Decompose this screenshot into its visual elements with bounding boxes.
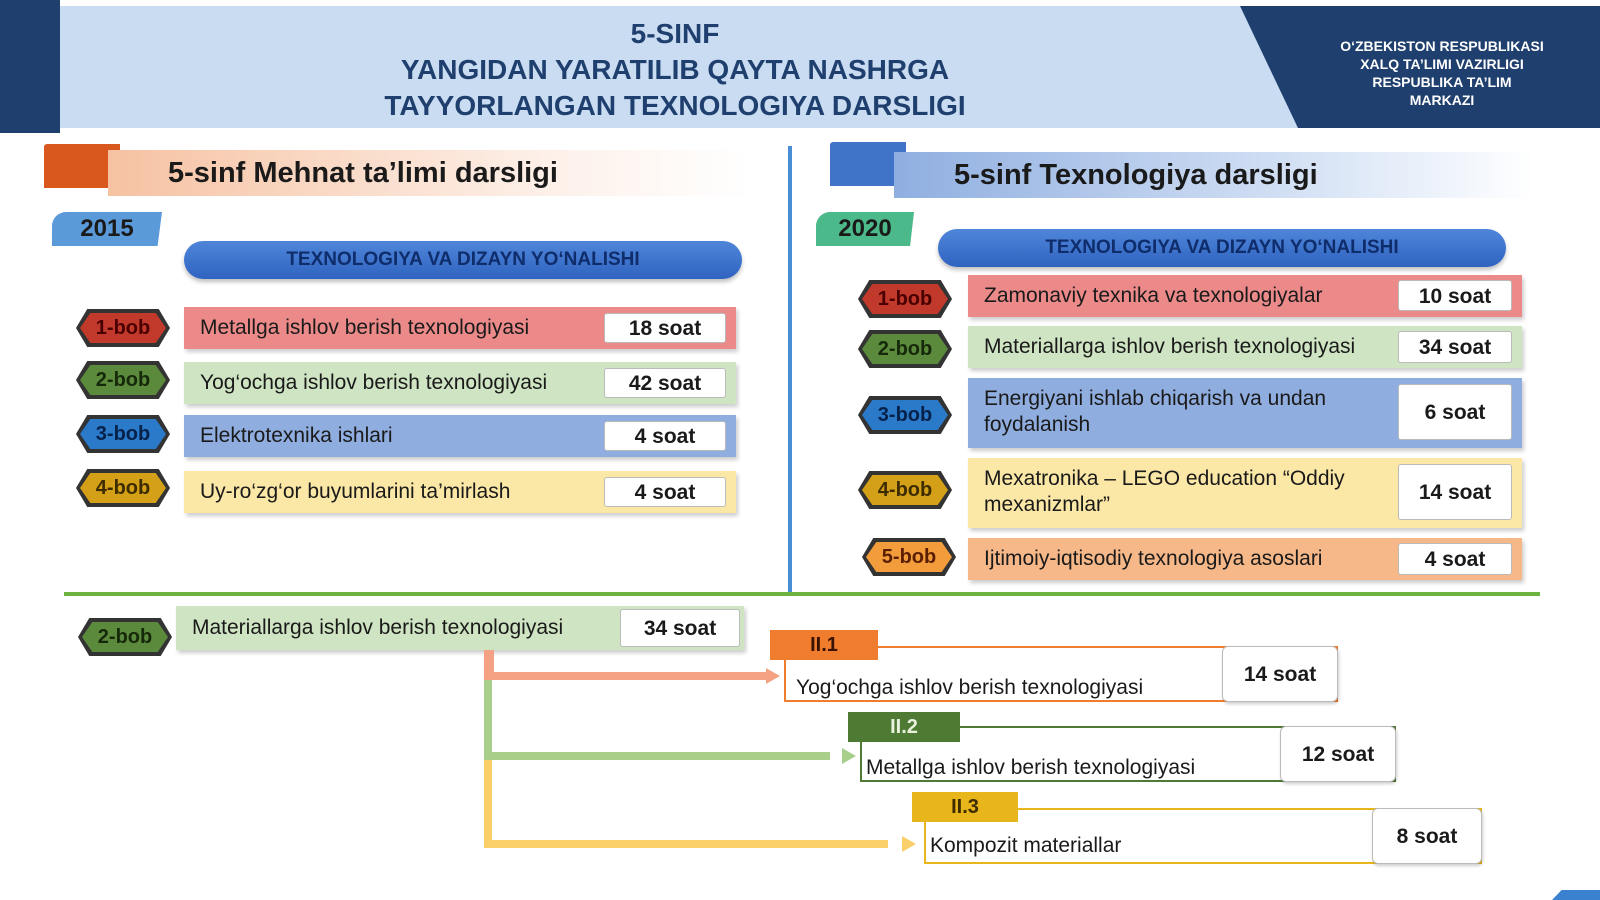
right-chapter-3-badge: 3-bob (858, 396, 952, 434)
left-year-tag: 2015 (52, 212, 162, 246)
subitem-2-title: Metallga ishlov berish texnologiyasi (866, 756, 1196, 779)
subitem-3-hours: 8 soat (1372, 808, 1482, 864)
chapter-hours: 14 soat (1398, 464, 1512, 520)
chapter-hours: 10 soat (1398, 280, 1512, 311)
subitem-3-tag: II.3 (912, 792, 1018, 822)
chapter-hours: 18 soat (604, 313, 726, 343)
right-section-pill: TEXNOLOGIYA VA DIZAYN YO‘NALISHI (938, 229, 1506, 267)
chapter-title: Elektrotexnika ishlari (200, 424, 393, 447)
connector-1-vertical (484, 650, 494, 676)
organization-name: O‘ZBEKISTON RESPUBLIKASI XALQ TA’LIMI VA… (1340, 38, 1544, 108)
chapter-hours: 4 soat (604, 421, 726, 451)
left-section-pill: TEXNOLOGIYA VA DIZAYN YO‘NALISHI (184, 241, 742, 279)
chapter-hours: 4 soat (604, 477, 726, 507)
right-chapter-2: Materiallarga ishlov berish texnologiyas… (968, 326, 1522, 368)
chapter-title: Zamonaviy texnika va texnologiyalar (984, 284, 1323, 307)
breakdown-hours: 34 soat (620, 609, 740, 647)
right-chapter-4: Mexatronika – LEGO education “Oddiy mexa… (968, 458, 1522, 528)
corner-accent (1552, 890, 1600, 900)
left-chapter-3: Elektrotexnika ishlari 4 soat (184, 415, 736, 457)
left-chapter-2: Yog‘ochga ishlov berish texnologiyasi 42… (184, 362, 736, 404)
chapter-hours: 42 soat (604, 368, 726, 398)
right-chapter-1: Zamonaviy texnika va texnologiyalar 10 s… (968, 275, 1522, 317)
subitem-1-hours: 14 soat (1222, 646, 1338, 702)
right-chapter-4-badge: 4-bob (858, 471, 952, 509)
left-panel-accent (44, 144, 120, 188)
chapter-title: Ijtimoiy-iqtisodiy texnologiya asoslari (984, 547, 1323, 570)
subitem-2-hours: 12 soat (1280, 726, 1396, 782)
right-chapter-5: Ijtimoiy-iqtisodiy texnologiya asoslari … (968, 538, 1522, 580)
subitem-3-title: Kompozit materiallar (930, 834, 1122, 857)
left-chapter-2-badge: 2-bob (76, 361, 170, 399)
subitem-3-topline (1016, 808, 1482, 810)
right-chapter-3: Energiyani ishlab chiqarish va undan foy… (968, 378, 1522, 448)
chapter-title: Energiyani ishlab chiqarish va undan foy… (984, 387, 1327, 436)
arrow-1-icon (766, 668, 780, 684)
left-panel-title: 5-sinf Mehnat ta’limi darsligi (108, 150, 748, 196)
left-chapter-1-badge: 1-bob (76, 309, 170, 347)
right-panel-title: 5-sinf Texnologiya darsligi (894, 152, 1534, 198)
right-year-tag: 2020 (816, 212, 914, 246)
subitem-1-topline (876, 646, 1338, 648)
chapter-hours: 6 soat (1398, 384, 1512, 440)
left-chapter-4: Uy-ro‘zg‘or buyumlarini ta’mirlash 4 soa… (184, 471, 736, 513)
arrow-3-icon (902, 836, 916, 852)
left-chapter-3-badge: 3-bob (76, 415, 170, 453)
right-chapter-2-badge: 2-bob (858, 330, 952, 368)
connector-1-horizontal (484, 672, 768, 680)
header-org-panel (1240, 6, 1600, 128)
vertical-divider (788, 146, 792, 592)
breakdown-title: Materiallarga ishlov berish texnologiyas… (192, 616, 564, 639)
right-chapter-1-badge: 1-bob (858, 280, 952, 318)
left-chapter-1: Metallga ishlov berish texnologiyasi 18 … (184, 307, 736, 349)
chapter-title: Metallga ishlov berish texnologiyasi (200, 316, 530, 339)
arrow-2-icon (842, 748, 856, 764)
connector-2-vertical (484, 680, 492, 760)
subitem-1-tag: II.1 (770, 630, 878, 660)
chapter-title: Uy-ro‘zg‘or buyumlarini ta’mirlash (200, 480, 511, 503)
connector-3-vertical (484, 760, 492, 848)
subitem-2-topline (958, 726, 1396, 728)
subitem-2-tag: II.2 (848, 712, 960, 742)
breakdown-main-row: Materiallarga ishlov berish texnologiyas… (176, 606, 744, 650)
header-left-block (0, 0, 60, 133)
chapter-title: Yog‘ochga ishlov berish texnologiyasi (200, 371, 548, 394)
subitem-1-title: Yog‘ochga ishlov berish texnologiyasi (796, 676, 1144, 699)
page-title: 5-SINF YANGIDAN YARATILIB QAYTA NASHRGA … (384, 18, 966, 121)
breakdown-badge: 2-bob (78, 618, 172, 656)
horizontal-divider (64, 592, 1540, 596)
chapter-hours: 4 soat (1398, 543, 1512, 575)
right-chapter-5-badge: 5-bob (862, 538, 956, 576)
chapter-title: Materiallarga ishlov berish texnologiyas… (984, 335, 1356, 358)
chapter-hours: 34 soat (1398, 331, 1512, 363)
chapter-title: Mexatronika – LEGO education “Oddiy mexa… (984, 467, 1345, 516)
right-panel-accent (830, 142, 906, 186)
left-chapter-4-badge: 4-bob (76, 469, 170, 507)
connector-2-horizontal (484, 752, 830, 760)
connector-3-horizontal (484, 840, 888, 848)
